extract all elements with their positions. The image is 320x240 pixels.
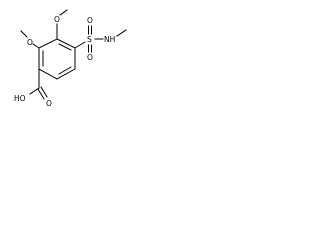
ring-bond (56, 38, 76, 49)
ring-double-bond (58, 43, 72, 51)
c-o-double-bond (37, 88, 45, 100)
methoxy-group-middle: O (20, 30, 40, 49)
ring-bond (38, 68, 58, 80)
benzene-ring (38, 38, 76, 80)
bond-o-to-methyl (20, 30, 28, 38)
sulfonamide-group: S O O NH (74, 16, 127, 62)
sulfur-atom-label: S (87, 35, 92, 44)
methoxy-group-top: O (54, 9, 68, 40)
bond-o-to-methyl (59, 9, 68, 16)
oxygen-atom-label: O (27, 38, 33, 47)
oxygen-atom-label: O (87, 16, 93, 25)
ring-double-bond (58, 66, 72, 75)
bond-ring-to-s (74, 41, 86, 49)
bond-c-to-oh (29, 87, 40, 95)
chemical-structure-diagram: O O S O O NH O HO (14, 9, 127, 108)
bond-ring-to-o (32, 43, 40, 49)
oxygen-atom-label: O (54, 15, 60, 24)
carboxylic-acid-group: O HO (14, 68, 52, 108)
bond-n-to-methyl (116, 29, 127, 37)
hydroxyl-label: HO (14, 94, 26, 103)
oxygen-atom-label: O (87, 53, 93, 62)
ring-bond (38, 38, 58, 49)
c-o-double-bond (40, 86, 48, 98)
nh-atom-label: NH (104, 35, 115, 44)
oxygen-atom-label: O (46, 99, 52, 108)
ring-bond (56, 68, 76, 80)
